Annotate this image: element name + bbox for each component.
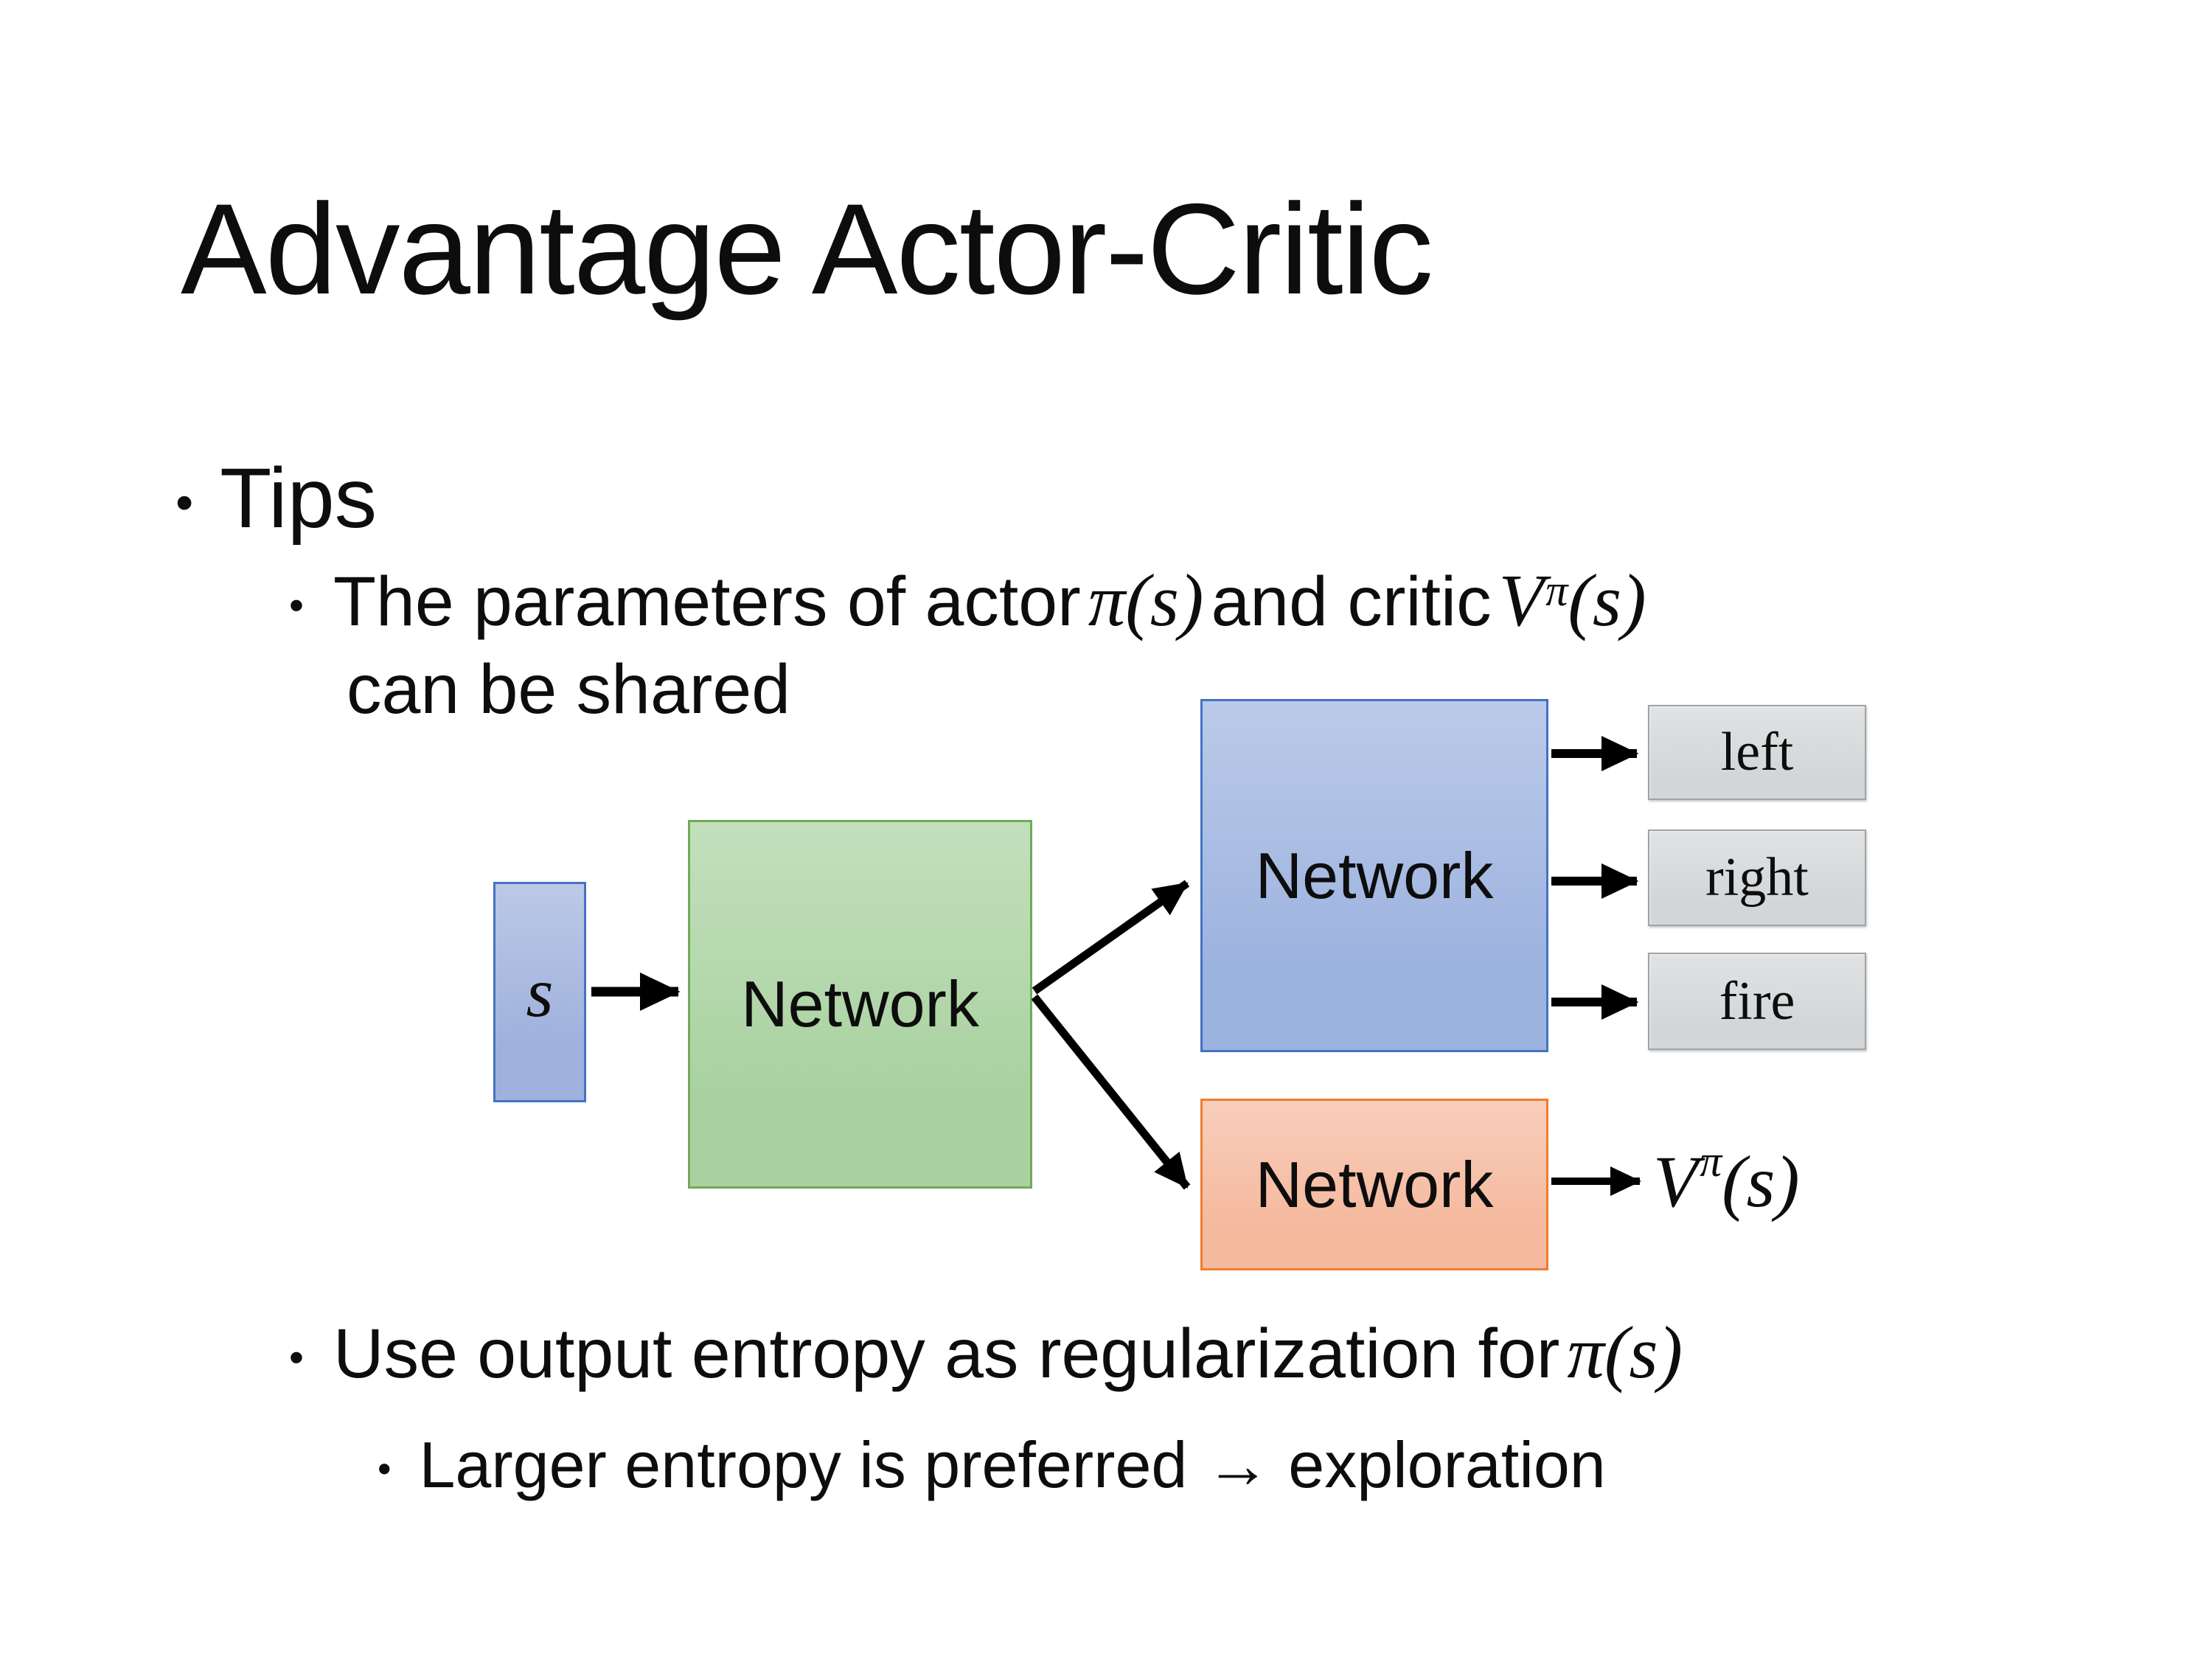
arrow-shared-to-critic [1031,994,1191,1190]
bullet-parameters-cont: can be shared [347,650,790,728]
bullet-glyph: • [175,474,194,532]
action-fire-label: fire [1719,970,1795,1032]
bullet-glyph: • [378,1447,392,1491]
critic-network-box: Network [1200,1099,1548,1270]
bullet-glyph: • [289,1334,304,1382]
critic-out-sup: π [1700,1137,1722,1186]
critic-network-label: Network [1255,1147,1494,1221]
state-input-label: s [526,953,554,1032]
actor-network-label: Network [1255,838,1494,912]
entropy-text: Use output entropy as regularization for [333,1315,1560,1393]
critic-out-base: V [1653,1141,1699,1222]
bullet-glyph: • [289,582,304,630]
action-box-fire: fire [1648,953,1866,1050]
bullet-tips: • Tips [175,451,377,546]
action-right-label: right [1705,847,1809,908]
action-left-label: left [1720,722,1794,782]
shared-network-label: Network [741,967,979,1040]
state-input-box: s [493,882,586,1102]
shared-network-box: Network [688,820,1032,1189]
bullet-exploration: • Larger entropy is preferred → explorati… [378,1428,1606,1502]
exploration-text: Larger entropy is preferred → exploratio… [419,1428,1606,1501]
slide-title: Advantage Actor-Critic [181,178,1433,321]
parameters-text: The parameters of actor [333,563,1081,641]
tips-label: Tips [220,451,378,546]
and-critic-text: and critic [1211,563,1492,641]
can-be-shared-text: can be shared [347,650,791,728]
math-v-sup: π [1545,566,1568,616]
math-pi-s: π(s) [1088,559,1204,641]
action-box-left: left [1648,705,1866,800]
bullet-parameters: •The parameters of actorπ(s)and criticVπ… [289,559,1654,642]
arrow-shared-to-actor [1032,880,1190,995]
bullet-entropy: • Use output entropy as regularization fo… [289,1311,1690,1394]
actor-network-box: Network [1200,699,1548,1052]
critic-out-args: (s) [1722,1141,1800,1222]
math-v-args: (s) [1568,559,1646,641]
math-pi-s: π(s) [1567,1311,1683,1394]
action-box-right: right [1648,830,1866,926]
math-v-base: V [1498,559,1545,641]
math-v-pi-s: Vπ(s) [1499,559,1646,641]
